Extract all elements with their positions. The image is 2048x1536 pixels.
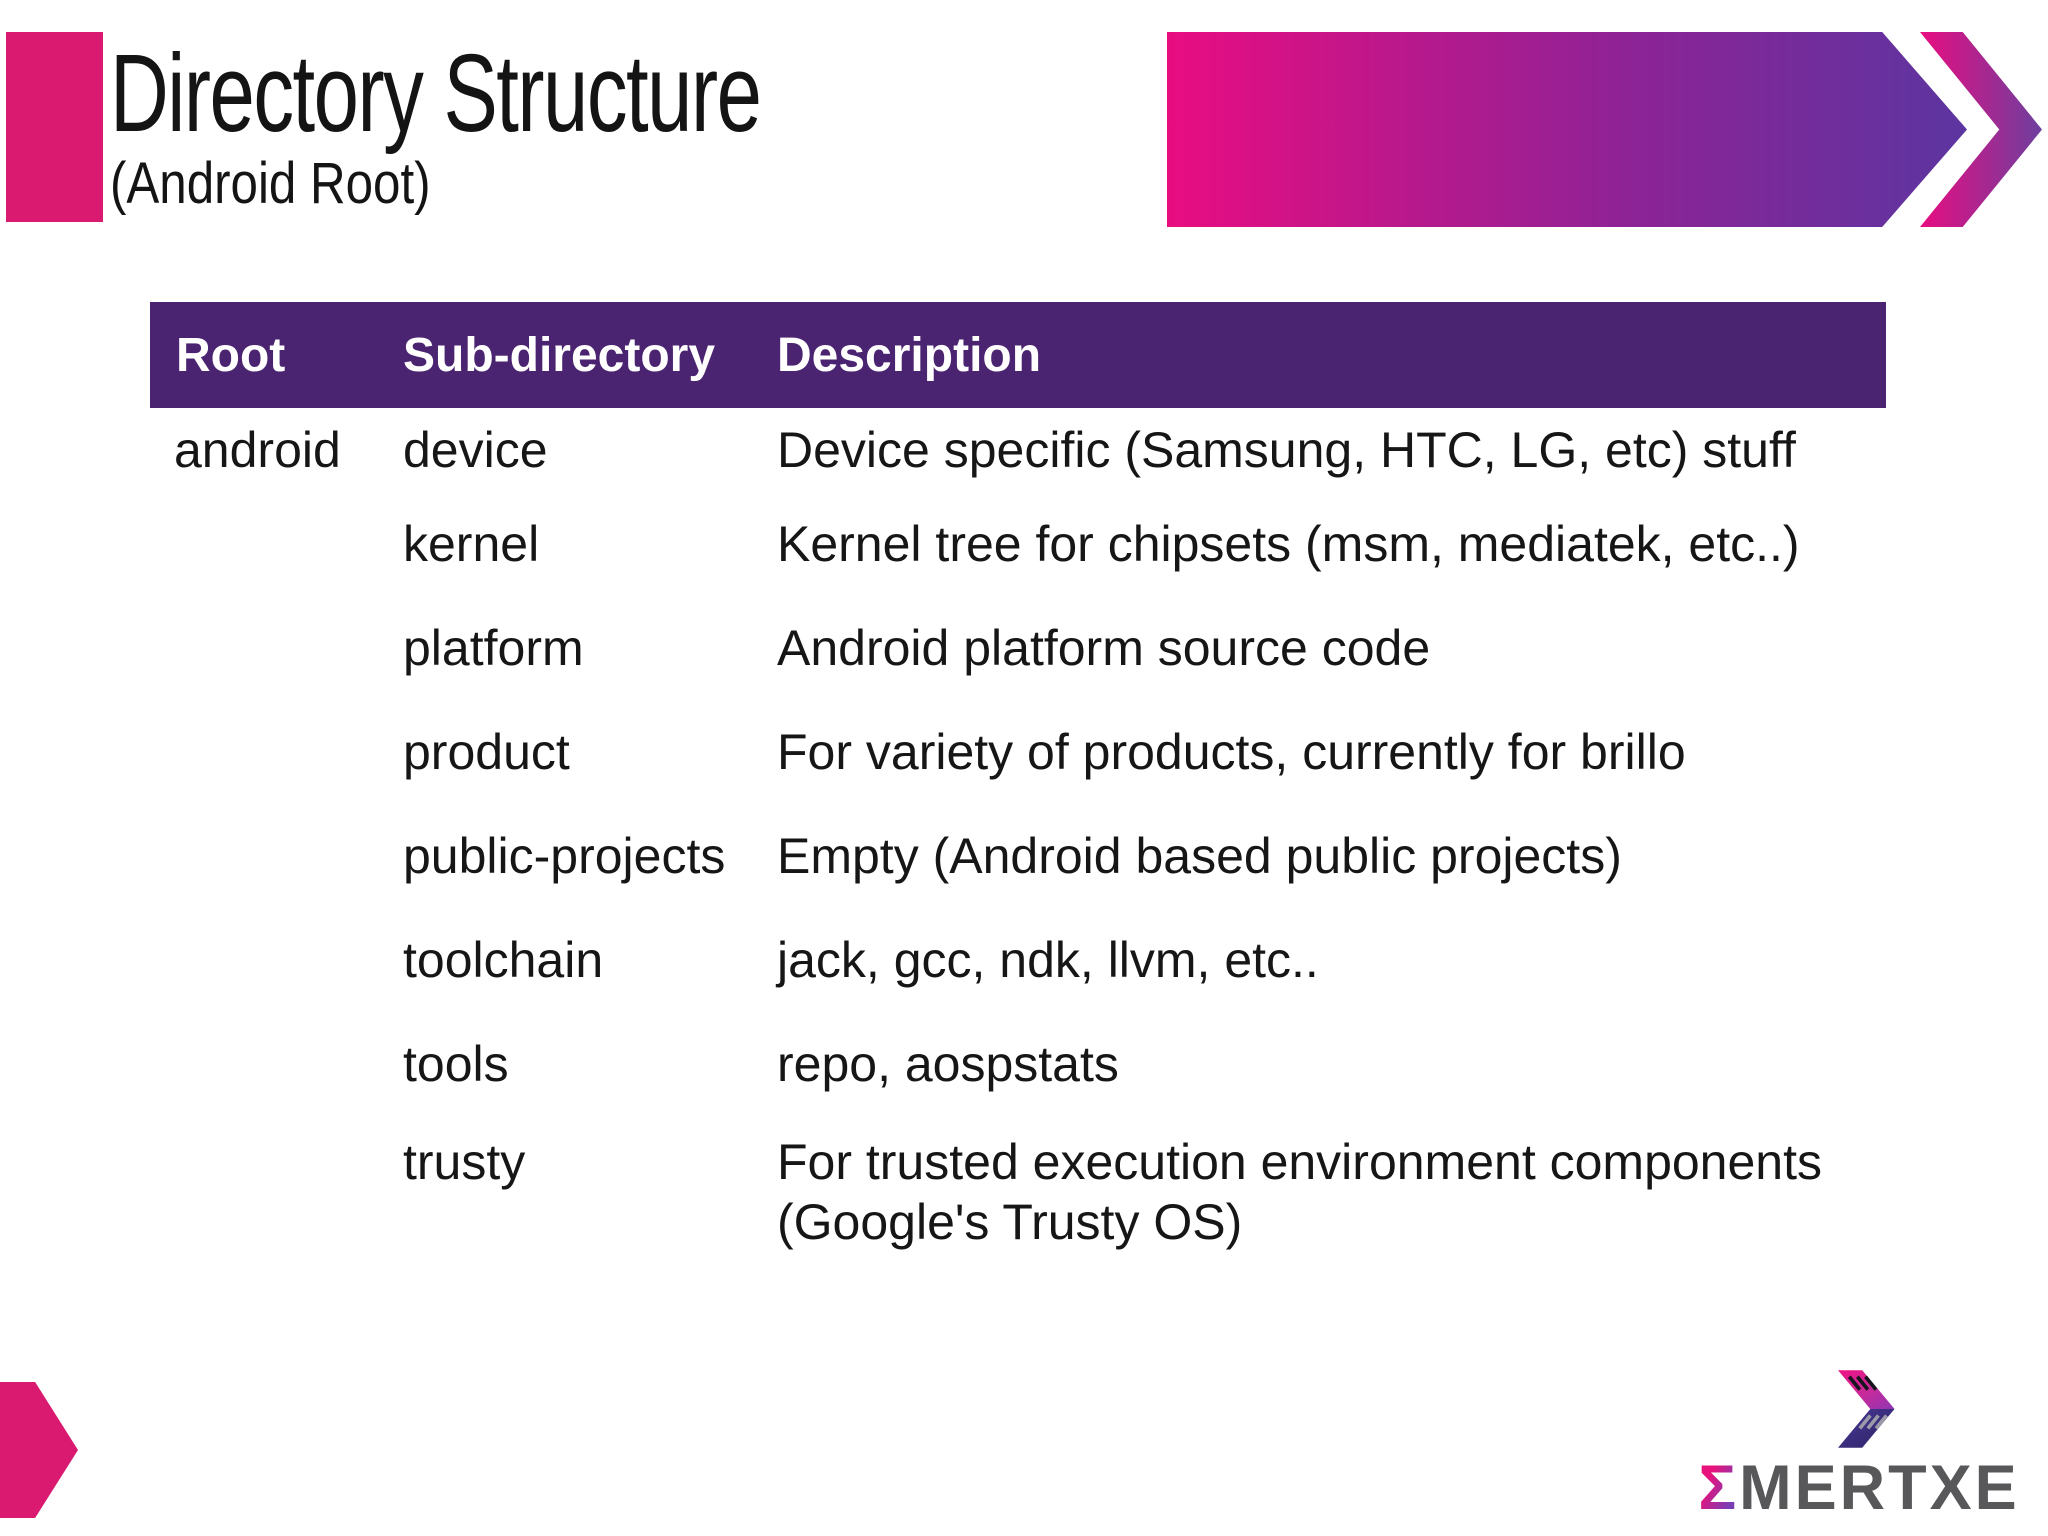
cell-sub-directory: kernel [403, 516, 540, 572]
cell-description: Kernel tree for chipsets (msm, mediatek,… [777, 516, 1800, 572]
cell-root [150, 1116, 403, 1292]
bottom-left-pentagon-icon [0, 1382, 78, 1518]
table-row: android device Device specific (Samsung,… [150, 408, 1886, 492]
cell-root: android [174, 422, 341, 478]
table-row: platform Android platform source code [150, 596, 1886, 700]
emertxe-logo: ΣMERTXE [1684, 1363, 2034, 1520]
logo-name: MERTXE [1739, 1453, 2020, 1523]
column-header-root: Root [150, 302, 403, 408]
logo-sigma: Σ [1698, 1453, 1740, 1523]
table-row: trusty For trusted execution environment… [150, 1116, 1886, 1292]
cell-root [150, 596, 403, 700]
cell-sub-directory: product [403, 724, 570, 780]
cell-sub-directory: tools [403, 1036, 509, 1092]
page-title: Directory Structure [110, 32, 762, 155]
cell-description: Android platform source code [777, 620, 1431, 676]
cell-sub-directory: trusty [403, 1134, 526, 1190]
table-row: kernel Kernel tree for chipsets (msm, me… [150, 492, 1886, 596]
cell-sub-directory: toolchain [403, 932, 604, 988]
logo-chevron-icon [1838, 1370, 1895, 1448]
table-row: product For variety of products, current… [150, 700, 1886, 804]
cell-root [150, 804, 403, 908]
cell-description: jack, gcc, ndk, llvm, etc.. [777, 932, 1319, 988]
page-subtitle: (Android Root) [110, 151, 431, 216]
table-row: toolchain jack, gcc, ndk, llvm, etc.. [150, 908, 1886, 1012]
cell-description: For variety of products, currently for b… [777, 724, 1686, 780]
title-accent-bar [6, 32, 103, 222]
column-header-sub-directory: Sub-directory [403, 302, 777, 408]
cell-root [150, 700, 403, 804]
cell-root [150, 492, 403, 596]
table-row: tools repo, aospstats [150, 1012, 1886, 1116]
cell-sub-directory: public-projects [403, 828, 726, 884]
cell-root [150, 908, 403, 1012]
cell-description: Empty (Android based public projects) [777, 828, 1622, 884]
cell-description: For trusted execution environment compon… [777, 1134, 1822, 1250]
column-header-description: Description [777, 302, 1886, 408]
cell-sub-directory: platform [403, 620, 584, 676]
logo-wordmark: ΣMERTXE [1698, 1457, 2019, 1520]
cell-description: repo, aospstats [777, 1036, 1119, 1092]
table-header-row: Root Sub-directory Description [150, 302, 1886, 408]
cell-sub-directory: device [403, 422, 548, 478]
cell-description: Device specific (Samsung, HTC, LG, etc) … [777, 422, 1796, 478]
header-arrow-banner [1167, 32, 1967, 227]
table-row: public-projects Empty (Android based pub… [150, 804, 1886, 908]
cell-root [150, 1012, 403, 1116]
directory-table: Root Sub-directory Description android d… [150, 302, 1886, 1292]
